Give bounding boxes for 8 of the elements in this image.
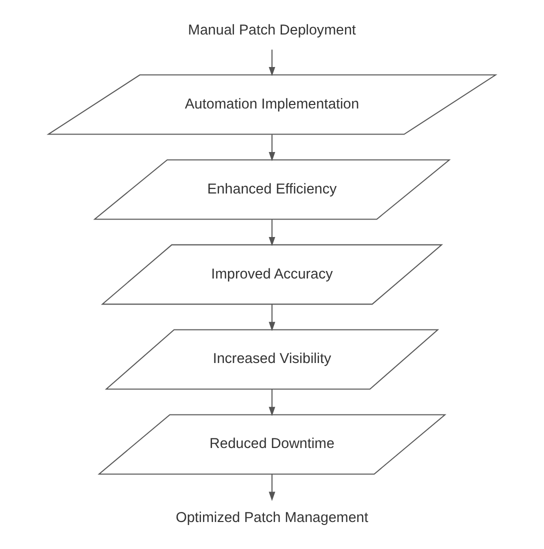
- arrow: [268, 220, 276, 246]
- arrow: [268, 304, 276, 332]
- node-text: Manual Patch Deployment: [188, 22, 356, 39]
- node-text: Optimized Patch Management: [176, 510, 368, 526]
- arrow: [268, 50, 276, 76]
- arrow: [268, 134, 276, 162]
- arrow: [268, 474, 276, 502]
- arrow: [268, 389, 276, 416]
